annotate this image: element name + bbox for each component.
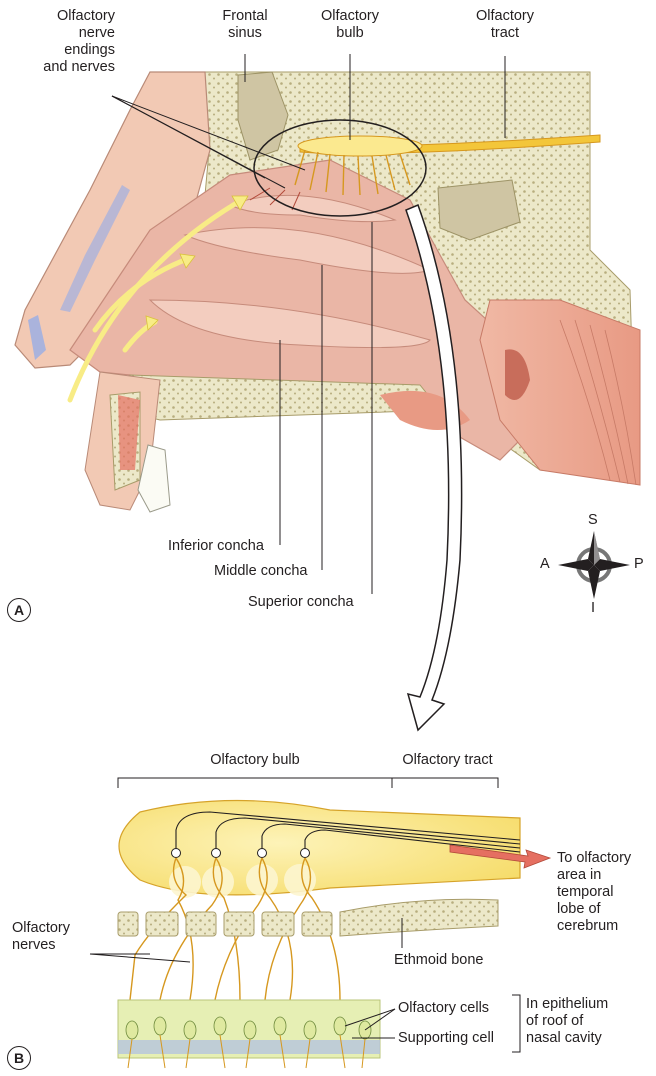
bracket-olfactory-bulb — [118, 778, 392, 788]
label-olfactory-nerves: Olfactory nerves — [12, 920, 70, 954]
pharynx-muscle — [480, 300, 640, 485]
label-olfactory-bulb-b: Olfactory bulb — [180, 752, 330, 769]
compass-superior: S — [588, 512, 598, 529]
label-middle-concha: Middle concha — [214, 563, 308, 580]
label-supporting-cell: Supporting cell — [398, 1030, 494, 1047]
compass-anterior: A — [540, 556, 550, 573]
panel-b-badge: B — [7, 1046, 31, 1070]
label-olfactory-cells: Olfactory cells — [398, 1000, 489, 1017]
bracket-epithelium — [512, 995, 520, 1052]
ethmoid-bone — [118, 899, 498, 936]
compass-inferior: I — [591, 600, 595, 617]
label-destination: To olfactory area in temporal lobe of ce… — [557, 850, 631, 935]
label-epithelium: In epithelium of roof of nasal cavity — [526, 996, 608, 1047]
compass-rose — [558, 531, 630, 599]
label-olfactory-tract-a: Olfactory tract — [460, 8, 550, 42]
panel-a-illustration — [15, 54, 640, 599]
label-inferior-concha: Inferior concha — [168, 538, 264, 555]
label-olfactory-bulb-a: Olfactory bulb — [305, 8, 395, 42]
panel-b-illustration — [90, 778, 550, 1068]
olfactory-bulb-a — [298, 136, 422, 156]
panel-a-badge: A — [7, 598, 31, 622]
bracket-olfactory-tract — [392, 778, 498, 788]
label-ethmoid-bone: Ethmoid bone — [394, 952, 483, 969]
label-olfactory-tract-b: Olfactory tract — [385, 752, 510, 769]
compass-posterior: P — [634, 556, 644, 573]
label-olfactory-nerve-endings: Olfactory nerve endings and nerves — [10, 8, 115, 76]
label-frontal-sinus: Frontal sinus — [205, 8, 285, 42]
label-superior-concha: Superior concha — [248, 594, 354, 611]
